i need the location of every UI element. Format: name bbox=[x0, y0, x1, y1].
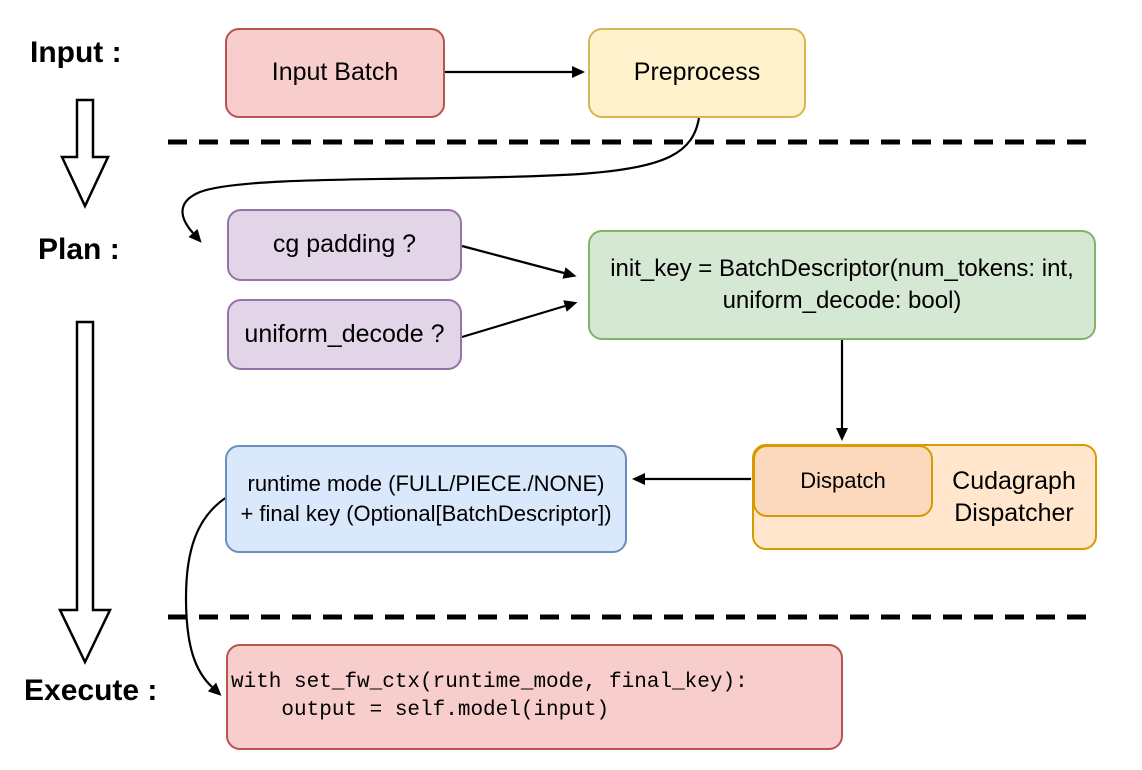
init-key-node: init_key = BatchDescriptor(num_tokens: i… bbox=[588, 230, 1096, 340]
dispatch-node: Dispatch bbox=[753, 445, 933, 517]
section-label-input: Input : bbox=[30, 36, 122, 69]
input-to-plan-arrow-icon bbox=[60, 98, 110, 209]
edge-cgpadding-initkey bbox=[461, 244, 577, 279]
execute-code-node: with set_fw_ctx(runtime_mode, final_key)… bbox=[226, 644, 843, 750]
cudagraph-dispatcher-line2: Dispatcher bbox=[954, 499, 1074, 527]
init-key-line2: uniform_decode: bool) bbox=[722, 287, 962, 314]
edge-preprocess-cgpadding bbox=[181, 117, 701, 243]
input-batch-node: Input Batch bbox=[225, 28, 445, 118]
preprocess-label: Preprocess bbox=[633, 58, 761, 87]
edge-uniformdecode-initkey bbox=[461, 300, 578, 339]
cudagraph-dispatcher-label: Cudagraph Dispatcher bbox=[933, 446, 1095, 548]
edge-runtimemode-executecode bbox=[184, 496, 228, 696]
input-batch-label: Input Batch bbox=[271, 58, 399, 87]
uniform-decode-label: uniform_decode ? bbox=[244, 319, 445, 348]
cg-padding-node: cg padding ? bbox=[227, 209, 462, 281]
cudagraph-dispatcher-line1: Cudagraph bbox=[952, 466, 1076, 495]
runtime-mode-node: runtime mode (FULL/PIECE./NONE) + final … bbox=[225, 445, 627, 553]
execute-code-line2: output = self.model(input) bbox=[231, 699, 610, 722]
section-label-plan: Plan : bbox=[38, 233, 120, 266]
uniform-decode-node: uniform_decode ? bbox=[227, 299, 462, 370]
runtime-mode-line1: runtime mode (FULL/PIECE./NONE) bbox=[247, 471, 605, 497]
runtime-mode-line2: + final key (Optional[BatchDescriptor]) bbox=[240, 501, 612, 526]
section-label-execute: Execute : bbox=[24, 674, 158, 707]
preprocess-node: Preprocess bbox=[588, 28, 806, 118]
cg-padding-label: cg padding ? bbox=[272, 230, 417, 259]
execute-code-line1: with set_fw_ctx(runtime_mode, final_key)… bbox=[231, 671, 748, 694]
dispatch-label: Dispatch bbox=[800, 468, 886, 494]
plan-to-execute-arrow-icon bbox=[58, 320, 112, 665]
init-key-line1: init_key = BatchDescriptor(num_tokens: i… bbox=[610, 254, 1074, 282]
